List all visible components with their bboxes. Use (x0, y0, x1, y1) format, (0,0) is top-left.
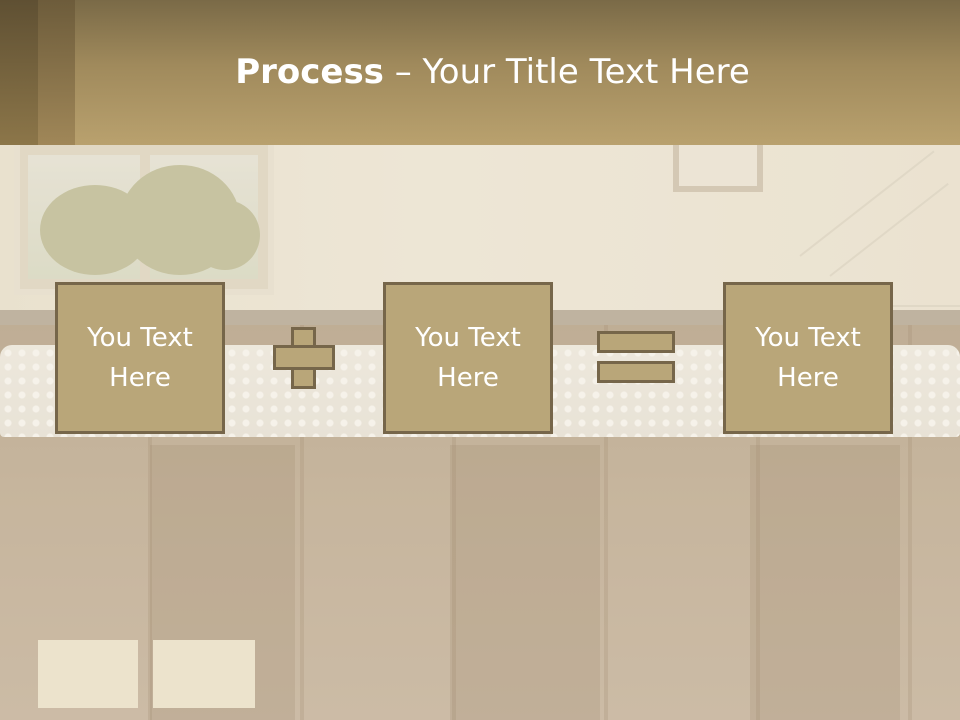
wall-picture-frame (673, 145, 763, 192)
stair-rail (890, 305, 960, 307)
title-band-accent (0, 0, 38, 145)
tree-foliage (190, 200, 260, 270)
process-box-2[interactable]: You Text Here (383, 282, 553, 434)
floor-reflection (153, 640, 255, 708)
room-window (14, 145, 274, 295)
staircase (790, 145, 960, 335)
process-box-label: You Text Here (415, 323, 521, 393)
process-box-label: You Text Here (755, 323, 861, 393)
slide-title: Process – Your Title Text Here (0, 52, 960, 92)
floor-plank (750, 445, 900, 720)
slide-title-bold: Process (235, 52, 384, 92)
process-box-1[interactable]: You Text Here (55, 282, 225, 434)
equals-icon-bottom (597, 361, 675, 383)
plus-icon-center (294, 348, 313, 367)
floor-plank (450, 445, 600, 720)
title-band: Process – Your Title Text Here (0, 0, 960, 145)
equals-icon-top (597, 331, 675, 353)
process-box-3[interactable]: You Text Here (723, 282, 893, 434)
process-box-label: You Text Here (87, 323, 193, 393)
slide-title-rest: – Your Title Text Here (383, 52, 750, 92)
title-band-accent (38, 0, 75, 145)
floor-reflection (38, 640, 138, 708)
